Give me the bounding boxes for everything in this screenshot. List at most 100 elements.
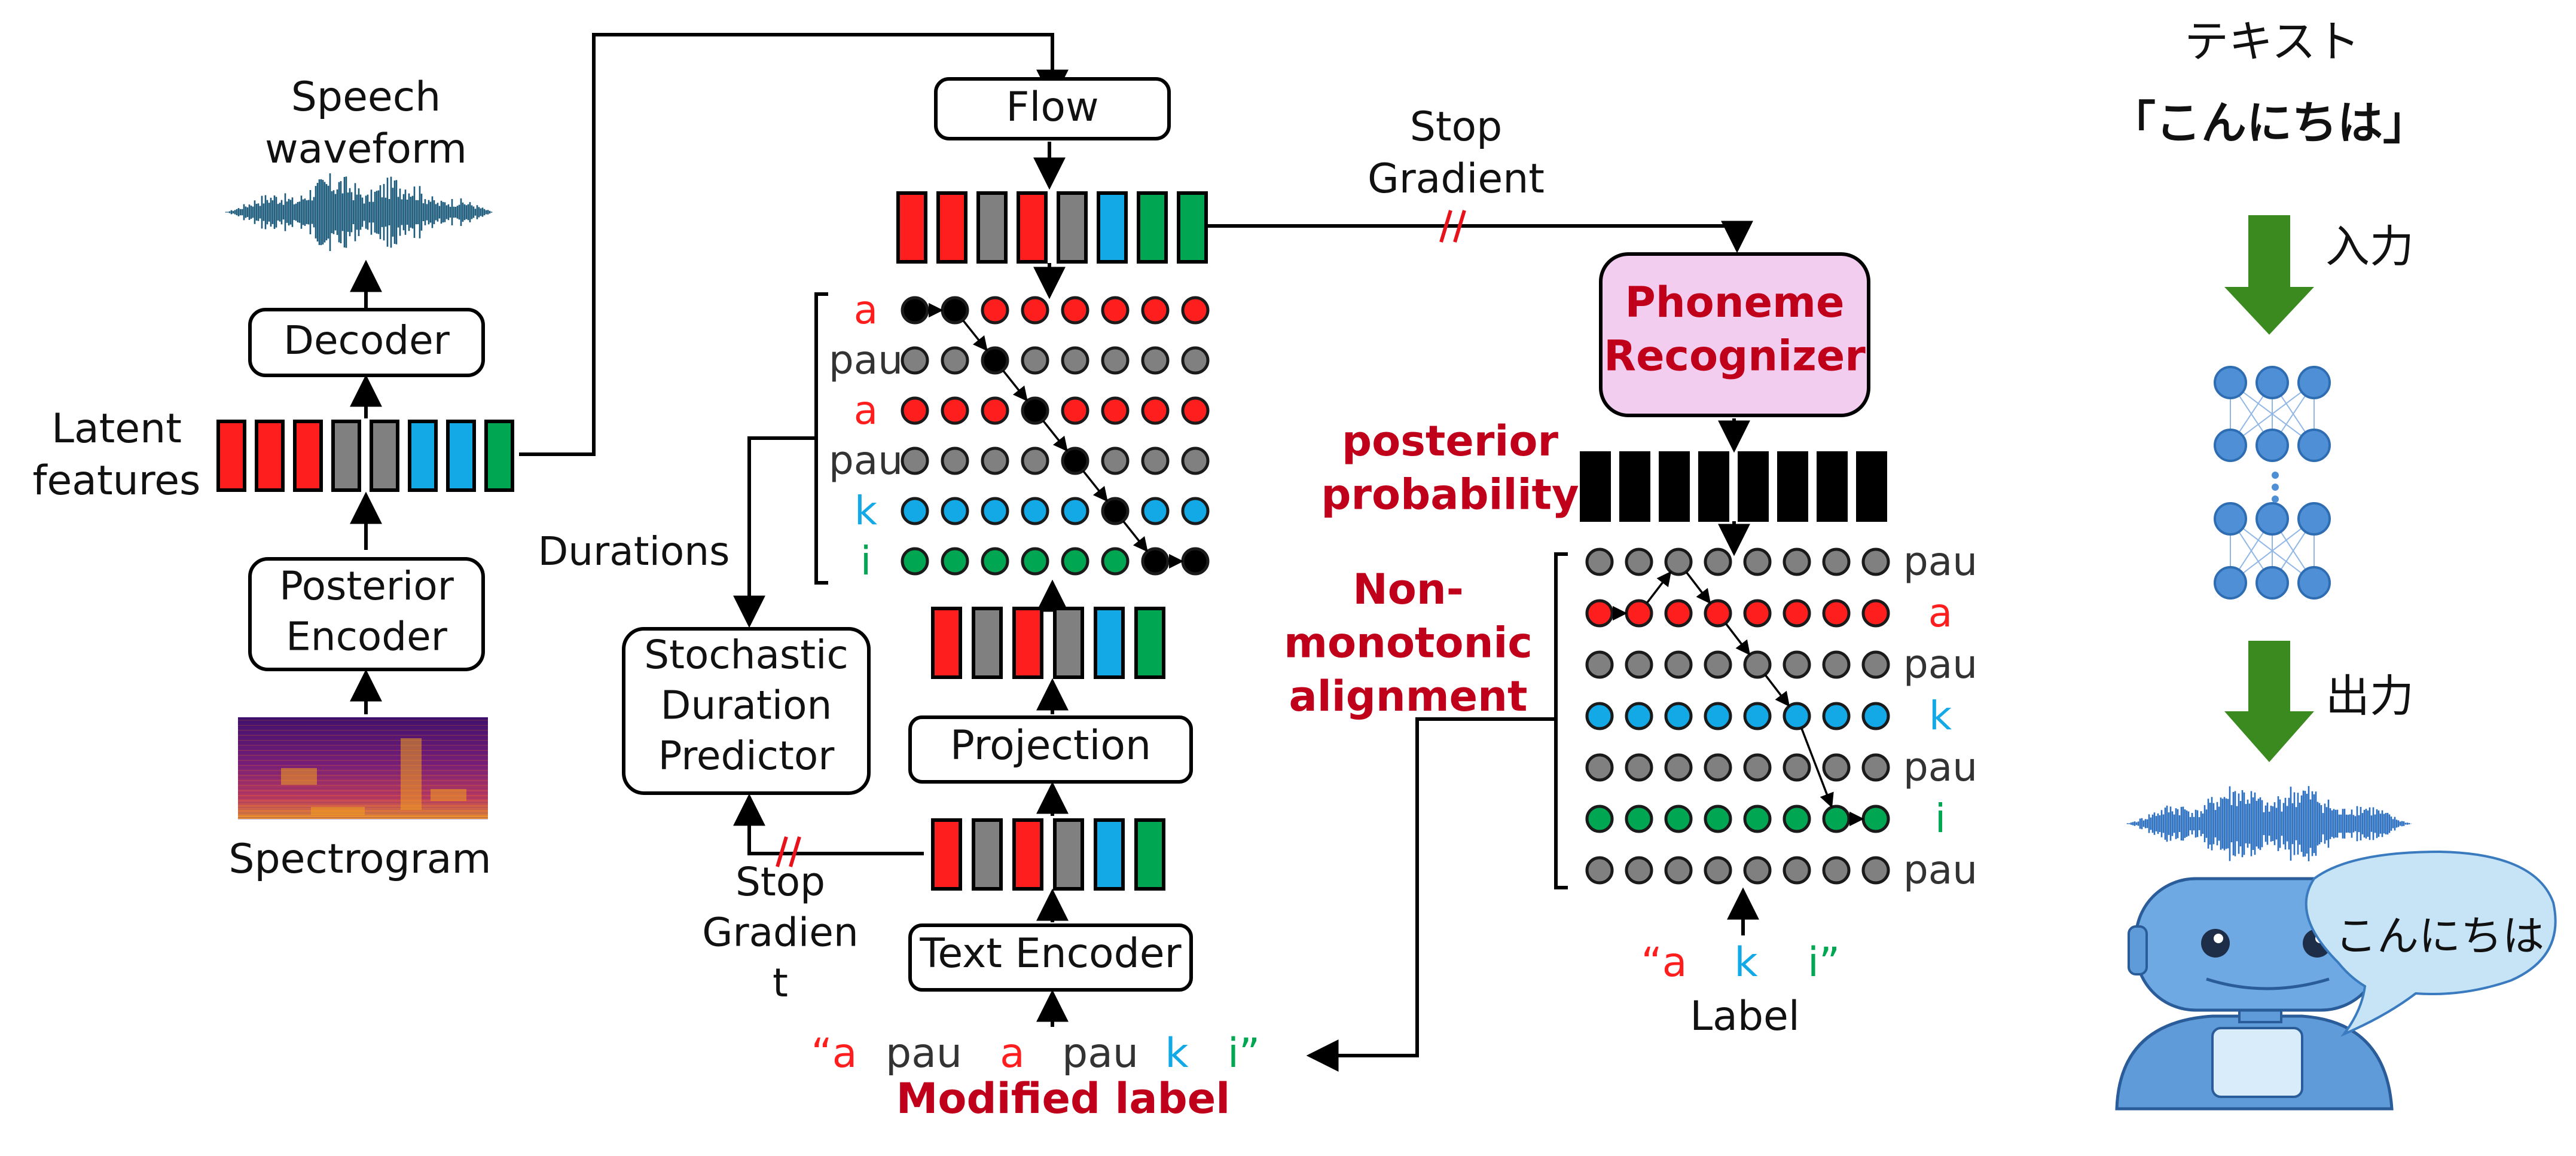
center-grid-dot [1101,547,1130,576]
encoder-bar [1012,818,1043,891]
modified-label-token: “a [811,1030,857,1077]
latent-bar [255,420,285,492]
output-label: 出力 [2325,671,2414,722]
center-grid-dot [1141,447,1170,475]
modified-label-token: pau [886,1030,962,1077]
posterior-bar [1738,451,1769,522]
center-grid-dot [1181,296,1210,325]
right-grid-dot [1704,702,1732,730]
right-grid-dot [1625,548,1653,576]
right-grid-dot [1783,702,1811,730]
center-grid-dot [981,346,1009,375]
right-row-label: k [1929,693,1952,739]
right-grid-dot [1625,650,1653,679]
right-grid-dot [1783,805,1811,833]
non-monotonic-bracket [1554,552,1568,889]
right-grid-dot [1783,548,1811,576]
flow-bar [976,191,1008,264]
label-title: Label [1690,993,1799,1040]
projection-bar [1053,607,1084,679]
center-grid-dot [941,547,969,576]
projection-bar [931,607,962,679]
right-grid-dot [1822,548,1851,576]
flow-bar [1177,191,1208,264]
encoder-bar [1053,818,1084,891]
modified-label-token: k [1165,1030,1189,1077]
center-grid-dot [1061,447,1089,475]
center-grid-dot [981,296,1009,325]
right-grid-dot [1822,753,1851,782]
input-label: 入力 [2325,221,2414,273]
right-grid-dot [1704,753,1732,782]
latent-bar [446,420,476,492]
center-grid-dot [901,296,929,325]
modified-label-token: a [1000,1030,1025,1077]
flow-bar [936,191,967,264]
right-grid-dot [1743,753,1772,782]
center-grid-dot [901,497,929,525]
output-arrow [2224,641,2314,762]
stop-gradient-arrow-right [1208,221,1753,253]
center-grid-dot [941,296,969,325]
right-grid-dot [1585,856,1614,885]
center-grid-dot [1021,346,1049,375]
right-grid-dot [1861,548,1890,576]
center-grid-dot [941,346,969,375]
center-grid-dot [1061,497,1089,525]
right-grid-dot [1783,753,1811,782]
right-grid-dot [1625,702,1653,730]
right-alignment-path [1646,571,1672,604]
center-grid-dot [1101,346,1130,375]
right-grid-dot [1783,599,1811,628]
center-grid-dot [1141,396,1170,425]
label-token: i” [1808,939,1840,986]
center-grid-dot [1021,497,1049,525]
center-grid-dot [981,447,1009,475]
right-grid-dot [1664,753,1693,782]
flow-bar [1057,191,1088,264]
flow-box [934,77,1171,140]
center-grid-dot [981,547,1009,576]
projection-bar [972,607,1003,679]
right-alignment-path [1765,674,1790,707]
right-grid-dot [1585,548,1614,576]
encoder-bar [972,818,1003,891]
center-grid-dot [1021,396,1049,425]
center-row-label: k [854,488,878,534]
spectrogram-image [238,717,488,819]
right-grid-dot [1664,702,1693,730]
right-grid-dot [1783,856,1811,885]
right-row-label: pau [1903,641,1977,687]
right-grid-dot [1664,599,1693,628]
right-grid-dot [1585,805,1614,833]
center-grid-dot [941,497,969,525]
center-grid-dot [941,447,969,475]
right-grid-dot [1704,650,1732,679]
center-grid-dot [1181,346,1210,375]
projection-bar [1094,607,1125,679]
stop-gradient-mark-left-2 [789,836,801,867]
latent-bar [216,420,246,492]
right-grid-dot [1704,599,1732,628]
center-row-label: a [854,287,878,333]
center-grid-dot [901,447,929,475]
center-grid-dot [1101,396,1130,425]
right-grid-dot [1783,650,1811,679]
durations-arrow [733,436,816,628]
flow-bar [1137,191,1168,264]
robot-speech-waveform [2126,786,2412,861]
center-alignment-path [1082,470,1108,502]
flow-bar [1097,191,1128,264]
latent-to-flow-arrow [519,33,1069,456]
right-row-label: a [1928,590,1952,636]
stochastic-duration-predictor-box [622,627,871,795]
center-grid-dot [1061,547,1089,576]
latent-bar [408,420,438,492]
right-grid-dot [1743,805,1772,833]
right-grid-dot [1664,548,1693,576]
center-grid-dot [1021,547,1049,576]
latent-bar [331,420,361,492]
